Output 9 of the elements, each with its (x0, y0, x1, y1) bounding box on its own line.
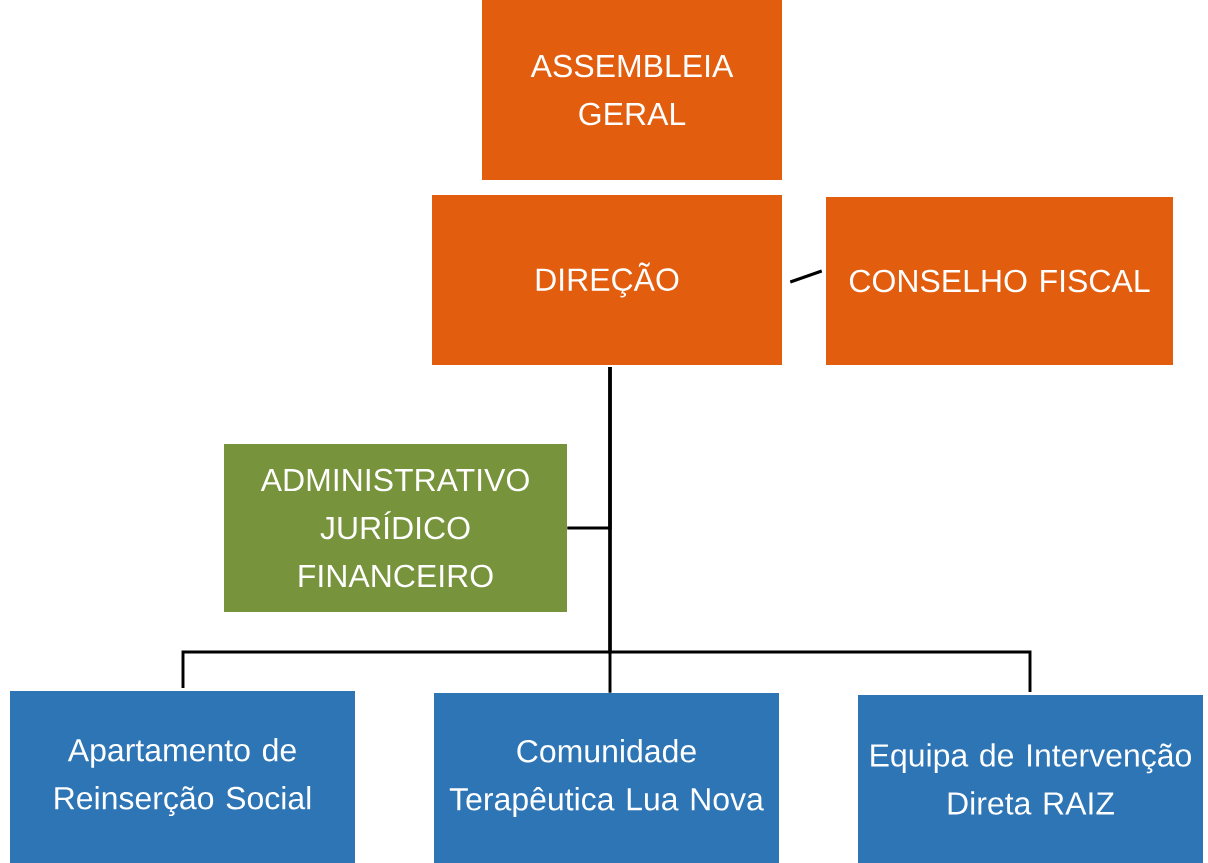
unit-box: Comunidade Terapêutica Lua Nova (434, 693, 779, 863)
connector-line (789, 269, 823, 284)
unit-box: Apartamento de Reinserção Social (10, 691, 355, 863)
governance-box: ASSEMBLEIA GERAL (482, 0, 782, 180)
unit-box: Equipa de Intervenção Direta RAIZ (858, 695, 1203, 863)
governance-box: CONSELHO FISCAL (826, 197, 1173, 365)
department-box: ADMINISTRATIVO JURÍDICO FINANCEIRO (224, 444, 567, 612)
connector-line (608, 367, 1032, 692)
governance-box: DIREÇÃO (432, 195, 782, 365)
